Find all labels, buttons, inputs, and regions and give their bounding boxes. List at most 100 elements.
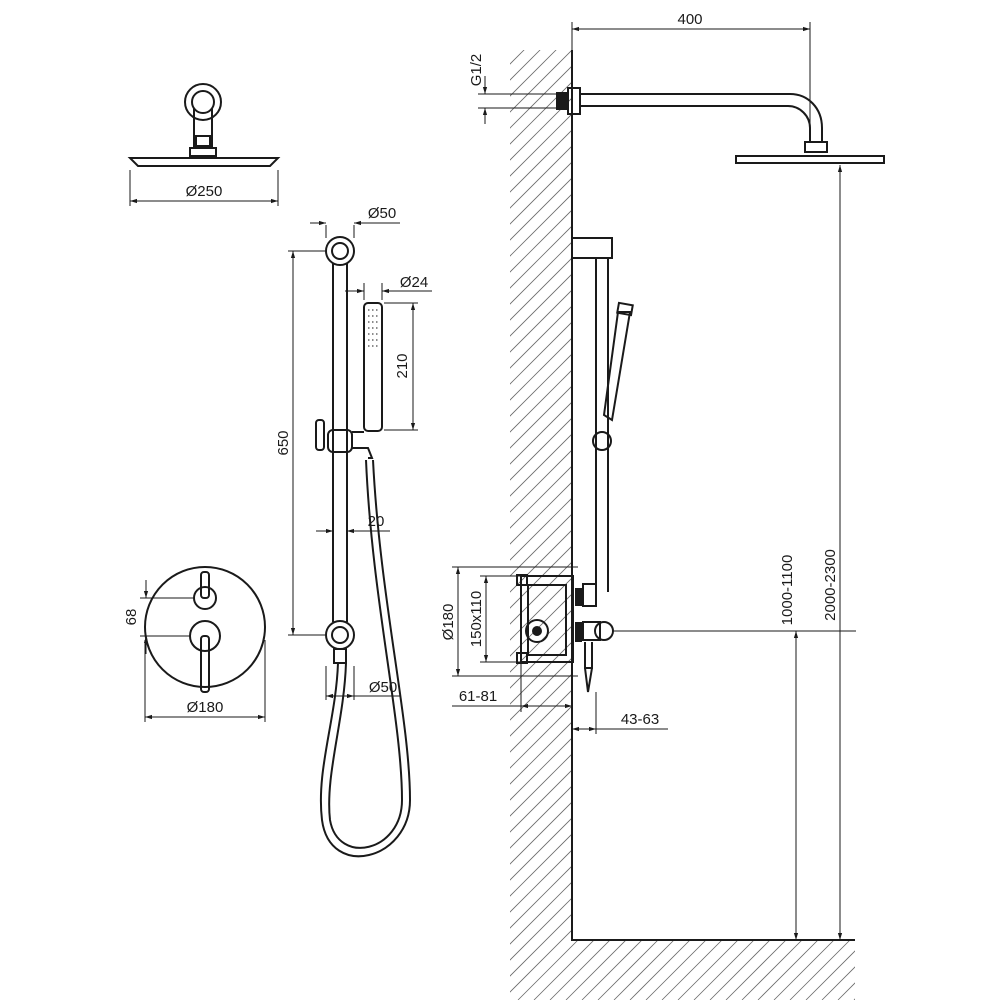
hatch-line bbox=[510, 50, 855, 1000]
shower-head-front-view bbox=[127, 83, 281, 167]
hatch-line bbox=[677, 50, 855, 1000]
hatch-line bbox=[510, 50, 855, 1000]
hatch-line bbox=[510, 50, 511, 1000]
hatch-line bbox=[510, 50, 607, 1000]
hatch-line bbox=[510, 50, 855, 1000]
label-mixer-plate: Ø180 bbox=[187, 699, 224, 716]
hatch-line bbox=[805, 50, 855, 1000]
hatch-line bbox=[510, 50, 855, 1000]
dimension-mixer-plate: Ø180 bbox=[144, 640, 266, 722]
hatch-line bbox=[837, 50, 855, 1000]
hatch-line bbox=[741, 50, 855, 1000]
hatch-line bbox=[510, 50, 815, 1000]
label-head-diameter: Ø250 bbox=[186, 183, 223, 200]
label-box-plate: Ø180 bbox=[440, 604, 457, 641]
dimension-box-depth: 61-81 bbox=[452, 664, 573, 712]
hatch-line bbox=[510, 50, 855, 1000]
hatch-line bbox=[757, 50, 855, 1000]
hatch-line bbox=[533, 50, 855, 1000]
label-rail-bottom-bracket: Ø50 bbox=[369, 679, 397, 696]
hatch-line bbox=[934, 0, 1000, 1000]
hatch-line bbox=[510, 50, 855, 1000]
label-rail-top-bracket: Ø50 bbox=[368, 205, 396, 222]
hatch-line bbox=[510, 50, 719, 1000]
label-thread: G1/2 bbox=[468, 54, 485, 87]
hatch-line bbox=[510, 50, 799, 1000]
dimension-hand-shower-diameter: Ø24 bbox=[345, 274, 432, 300]
hatch-line bbox=[982, 0, 1000, 1000]
hatch-line bbox=[510, 50, 855, 1000]
hatch-line bbox=[510, 50, 855, 1000]
hatch-line bbox=[549, 50, 855, 1000]
hatch-line bbox=[510, 50, 559, 1000]
hatch-line bbox=[510, 50, 735, 1000]
hatch-line bbox=[950, 0, 1000, 1000]
hatch-line bbox=[773, 50, 855, 1000]
label-head-height: 2000-2300 bbox=[822, 549, 839, 621]
side-view-assembly bbox=[516, 87, 885, 693]
hatch-line bbox=[510, 50, 831, 1000]
hatch-line bbox=[510, 50, 855, 1000]
dimension-mixer-height: 1000-1100 bbox=[779, 555, 799, 940]
hatch-line bbox=[510, 50, 855, 1000]
hatch-line bbox=[870, 0, 1000, 1000]
dimension-rail-bottom-bracket: Ø50 bbox=[325, 666, 400, 700]
hatch-line bbox=[510, 50, 855, 1000]
hatch-line bbox=[510, 50, 847, 1000]
hatch-line bbox=[510, 50, 855, 1000]
hatch-line bbox=[510, 50, 855, 1000]
hatch-line bbox=[510, 50, 855, 1000]
hatch-line bbox=[510, 50, 855, 1000]
hatch-line bbox=[629, 50, 855, 1000]
dimension-hand-shower-length: 210 bbox=[384, 302, 418, 431]
hatch-line bbox=[510, 50, 623, 1000]
dimension-head-diameter: Ø250 bbox=[129, 170, 279, 206]
hatch-line bbox=[853, 50, 855, 1000]
hatch-line bbox=[510, 50, 855, 1000]
slide-rail-assembly bbox=[315, 236, 412, 858]
dimension-handle-spacing: 68 bbox=[123, 580, 194, 654]
label-arm-projection: 400 bbox=[677, 11, 702, 28]
hatch-line bbox=[510, 50, 855, 1000]
hatch-line bbox=[510, 50, 855, 1000]
hatch-line bbox=[510, 50, 855, 1000]
label-box-size: 150x110 bbox=[468, 591, 485, 647]
hatch-line bbox=[510, 50, 855, 1000]
dimension-thread: G1/2 bbox=[468, 54, 556, 124]
hatch-line bbox=[510, 50, 543, 1000]
hatch-line bbox=[510, 50, 855, 1000]
hatch-line bbox=[510, 50, 855, 1000]
hatch-line bbox=[510, 50, 687, 1000]
hatch-line bbox=[613, 50, 855, 1000]
mixer-front-view bbox=[144, 566, 266, 693]
hatch-line bbox=[510, 50, 855, 1000]
hatch-line bbox=[510, 50, 527, 1000]
hatch-line bbox=[510, 50, 855, 1000]
hatch-line bbox=[517, 50, 855, 1000]
hatch-line bbox=[510, 50, 855, 1000]
hatch-line bbox=[789, 50, 855, 1000]
dimension-head-height: 2000-2300 bbox=[822, 165, 843, 940]
dimension-trim-depth: 43-63 bbox=[572, 692, 668, 734]
hatch-line bbox=[510, 50, 855, 1000]
hatch-line bbox=[725, 50, 855, 1000]
hatch-line bbox=[661, 50, 855, 1000]
hatch-line bbox=[510, 50, 855, 1000]
hatch-line bbox=[510, 50, 591, 1000]
hatch-line bbox=[902, 0, 1000, 1000]
label-trim-depth: 43-63 bbox=[621, 711, 659, 728]
hatch-line bbox=[510, 50, 855, 1000]
dimension-rail-length: 650 bbox=[275, 250, 326, 636]
hatch-line bbox=[966, 0, 1000, 1000]
hatch-line bbox=[510, 50, 575, 1000]
hatch-line bbox=[510, 50, 855, 1000]
hatch-line bbox=[693, 50, 855, 1000]
hatch-line bbox=[821, 50, 855, 1000]
hatch-line bbox=[597, 50, 855, 1000]
hatch-line bbox=[510, 50, 855, 1000]
dimension-rail-top-bracket: Ø50 bbox=[310, 205, 400, 238]
hatch-line bbox=[918, 0, 1000, 1000]
